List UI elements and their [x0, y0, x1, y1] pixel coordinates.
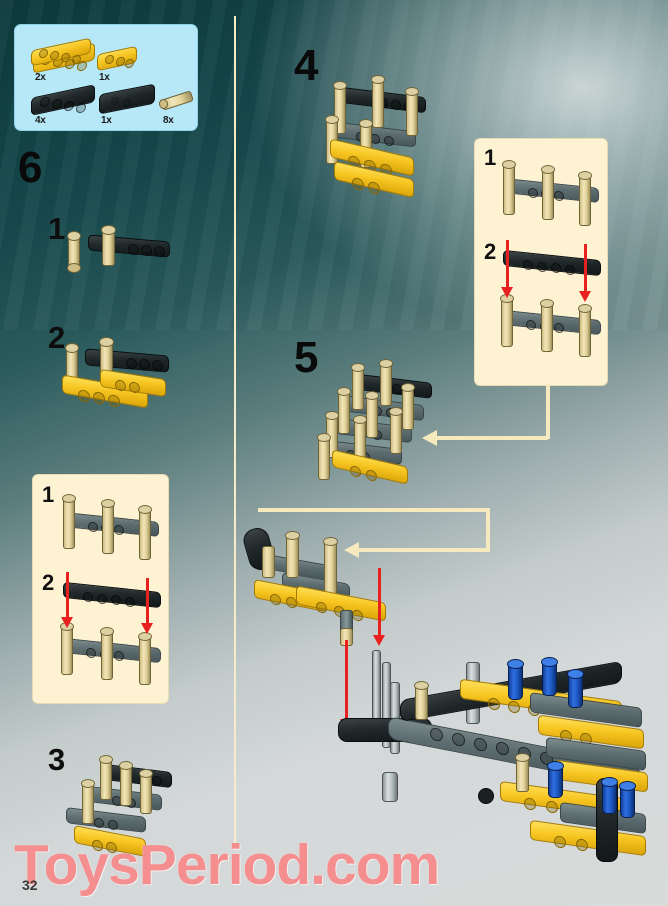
inset-substep-number-2: 2	[42, 570, 55, 595]
page-number: 32	[22, 877, 38, 893]
substep-number-3: 3	[48, 742, 66, 777]
part-quantity-label: 1x	[101, 115, 112, 126]
part-quantity-label: 4x	[35, 115, 46, 126]
column-divider	[234, 16, 236, 846]
watermark: ToysPeriod.com	[14, 833, 440, 897]
substep-number-1: 1	[48, 211, 66, 246]
inset-substep-number-1: 1	[484, 145, 497, 170]
right-inset-panel: 1 2	[474, 138, 608, 386]
part-quantity-label: 8x	[163, 115, 174, 126]
inset-substep-number-1: 1	[42, 482, 55, 507]
substep-number-2: 2	[48, 320, 66, 355]
step-number-6: 6	[18, 143, 43, 192]
part-quantity-label: 2x	[35, 72, 46, 83]
inset-substep-number-2: 2	[484, 239, 497, 264]
part-quantity-label: 1x	[99, 72, 110, 83]
parts-list-box: 2x 1x 4x 1x 8x	[14, 24, 198, 131]
step-number-5: 5	[294, 333, 319, 382]
step-number-4: 4	[294, 41, 319, 90]
